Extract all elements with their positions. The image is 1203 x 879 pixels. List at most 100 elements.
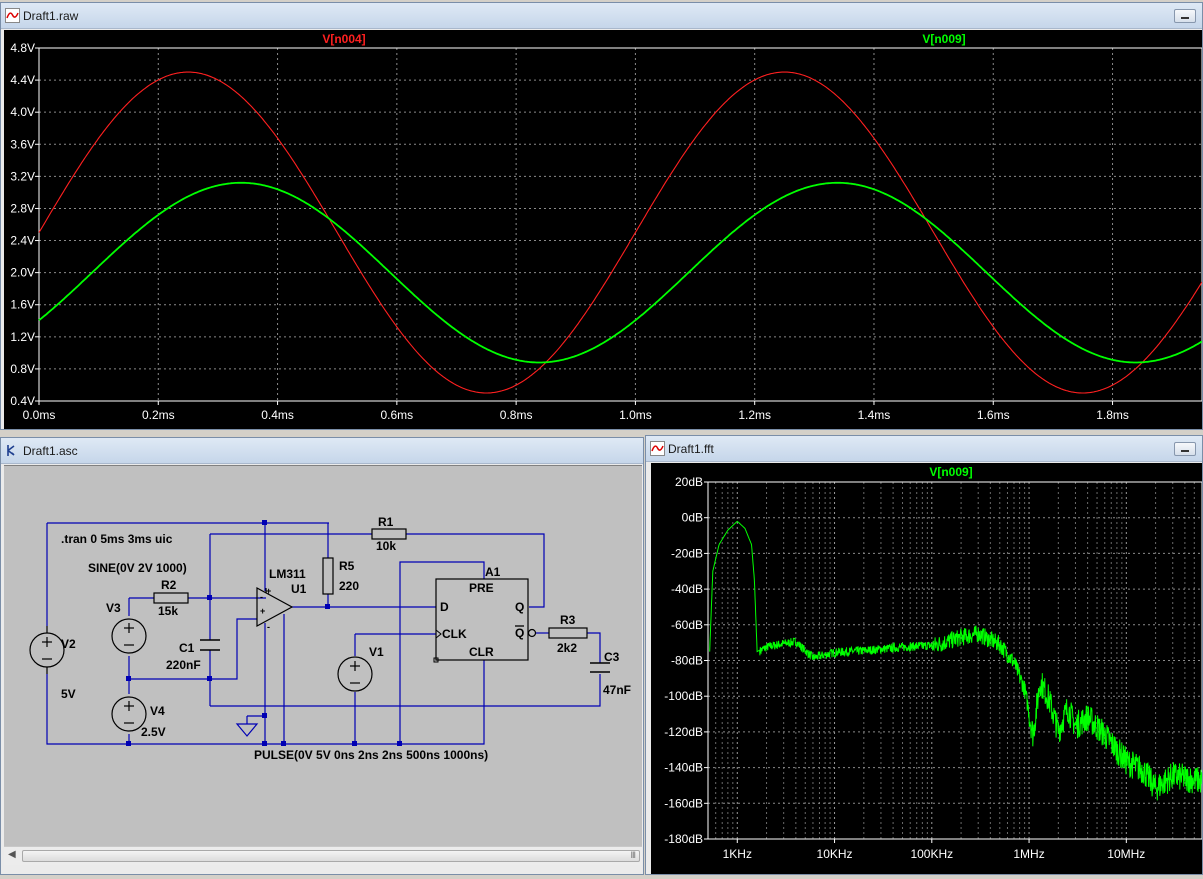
- fft-window-titlebar[interactable]: Draft1.fft: [646, 436, 1202, 462]
- resistor-r3[interactable]: [548, 627, 588, 639]
- clr-pin-mark: [433, 657, 439, 663]
- y-tick-label: 0.8V: [10, 362, 35, 376]
- flipflop-a1[interactable]: [435, 578, 529, 661]
- y-tick-label: -80dB: [671, 654, 703, 668]
- opamp-minus-2: -: [267, 622, 270, 632]
- x-tick-label: 0.2ms: [142, 408, 175, 422]
- y-tick-label: 1.2V: [10, 330, 35, 344]
- raw-window-titlebar[interactable]: Draft1.raw: [1, 3, 1202, 29]
- y-tick-label: 0dB: [682, 511, 703, 525]
- trace-vn009: [38, 181, 1202, 364]
- opamp-minus: -: [260, 592, 263, 602]
- plot-frame: [38, 47, 1202, 402]
- ground-symbol: [235, 723, 259, 737]
- scroll-grip: III: [630, 850, 635, 860]
- y-tick-label: 2.4V: [10, 234, 35, 248]
- resistor-r5[interactable]: [322, 557, 334, 595]
- y-tick-label: 4.0V: [10, 105, 35, 119]
- x-tick-label: 1.8ms: [1096, 408, 1129, 422]
- spice-directive[interactable]: .tran 0 5ms 3ms uic: [61, 532, 173, 546]
- y-tick-label: -140dB: [664, 761, 703, 775]
- resistor-r1[interactable]: [371, 528, 407, 540]
- opamp-plus: +: [266, 586, 271, 596]
- x-tick-label: 1.2ms: [738, 408, 771, 422]
- x-tick-label: 1.6ms: [977, 408, 1010, 422]
- pin-clr: CLR: [469, 645, 494, 659]
- y-tick-label: 3.6V: [10, 137, 35, 151]
- voltage-source-v3[interactable]: [111, 618, 147, 654]
- v4-value: 2.5V: [141, 725, 166, 739]
- y-tick-label: 3.2V: [10, 169, 35, 183]
- schematic-hscrollbar[interactable]: ◀ III: [4, 846, 642, 865]
- x-tick-label: 0.4ms: [261, 408, 294, 422]
- c3-value: 47nF: [603, 683, 631, 697]
- pin-q: Q: [515, 600, 524, 614]
- v3-name: V3: [106, 601, 121, 615]
- legend-vn004: V[n004]: [322, 32, 365, 46]
- pin-d: D: [440, 600, 449, 614]
- x-tick-label: 1KHz: [723, 847, 752, 861]
- c1-value: 220nF: [166, 658, 201, 672]
- y-tick-label: -40dB: [671, 582, 703, 596]
- x-tick-label: 10KHz: [817, 847, 853, 861]
- c1-name: C1: [179, 641, 195, 655]
- sine-source-label[interactable]: SINE(0V 2V 1000): [88, 561, 187, 575]
- pulse-source-label[interactable]: PULSE(0V 5V 0ns 2ns 2ns 500ns 1000ns): [254, 748, 488, 762]
- voltage-source-v1[interactable]: [337, 656, 373, 692]
- pin-clk: CLK: [442, 627, 467, 641]
- r5-name: R5: [339, 559, 355, 573]
- r3-name: R3: [560, 613, 576, 627]
- transient-chart-svg: 0.4V 0.8V 1.2V 1.6V 2.0V 2.4V 2.8V 3.2V 3.6V 4.0V…: [10, 32, 1202, 422]
- raw-window-title: Draft1.raw: [23, 9, 79, 23]
- opamp-plus-2: +: [260, 606, 265, 616]
- resistor-r2[interactable]: [153, 592, 189, 604]
- y-tick-label: 4.8V: [10, 41, 35, 55]
- u1-model: LM311: [269, 567, 306, 581]
- raw-minimize-button[interactable]: [1174, 9, 1196, 23]
- scroll-left-arrow[interactable]: ◀: [8, 849, 16, 860]
- scroll-thumb[interactable]: III: [22, 850, 640, 862]
- legend-vn009: V[n009]: [929, 465, 972, 479]
- x-tick-label: 0.8ms: [500, 408, 533, 422]
- r2-value: 15k: [158, 604, 178, 618]
- c3-name: C3: [604, 650, 620, 664]
- schematic-window-titlebar[interactable]: Draft1.asc: [1, 438, 643, 464]
- r3-value: 2k2: [557, 641, 577, 655]
- r1-name: R1: [378, 515, 394, 529]
- voltage-source-v2[interactable]: [29, 626, 65, 674]
- y-tick-label: 1.6V: [10, 298, 35, 312]
- fft-minimize-button[interactable]: [1174, 442, 1196, 456]
- minimize-icon: [1181, 17, 1189, 19]
- u1-name: U1: [291, 582, 307, 596]
- schematic-drawing: + + - - .tran 0 5ms 3ms uic SINE(0V 2V 1…: [29, 515, 631, 762]
- v2-name: V2: [61, 637, 76, 651]
- opamp-u1[interactable]: [256, 586, 294, 628]
- trace-fft-vn009: [709, 520, 1202, 801]
- capacitor-c1[interactable]: [200, 639, 220, 651]
- v4-name: V4: [150, 704, 165, 718]
- x-tick-label: 10MHz: [1107, 847, 1145, 861]
- trace-vn004: [38, 71, 1202, 394]
- voltage-source-v4[interactable]: [111, 696, 147, 732]
- waveform-icon: [650, 441, 665, 456]
- x-tick-label: 0.6ms: [381, 408, 414, 422]
- y-tick-label: 0.4V: [10, 394, 35, 408]
- y-tick-label: -60dB: [671, 618, 703, 632]
- y-tick-label: -120dB: [664, 725, 703, 739]
- pin-pre: PRE: [469, 581, 494, 595]
- fft-chart-svg: 20dB0dB-20dB-40dB-60dB-80dB-100dB-120dB-…: [664, 465, 1202, 861]
- r5-value: 220: [339, 579, 359, 593]
- clk-arrow: [435, 629, 442, 639]
- capacitor-c3[interactable]: [590, 662, 610, 673]
- y-tick-label: 2.0V: [10, 266, 35, 280]
- a1-name: A1: [485, 565, 501, 579]
- schematic-canvas[interactable]: + + - - .tran 0 5ms 3ms uic SINE(0V 2V 1…: [4, 465, 642, 846]
- y-tick-label: 2.8V: [10, 201, 35, 215]
- waveform-icon: [5, 8, 20, 23]
- y-tick-label: -160dB: [664, 796, 703, 810]
- x-tick-label: 1MHz: [1013, 847, 1044, 861]
- qbar-bubble: [527, 628, 537, 638]
- transient-plot[interactable]: 0.4V 0.8V 1.2V 1.6V 2.0V 2.4V 2.8V 3.2V 3.6V 4.0V…: [4, 30, 1202, 429]
